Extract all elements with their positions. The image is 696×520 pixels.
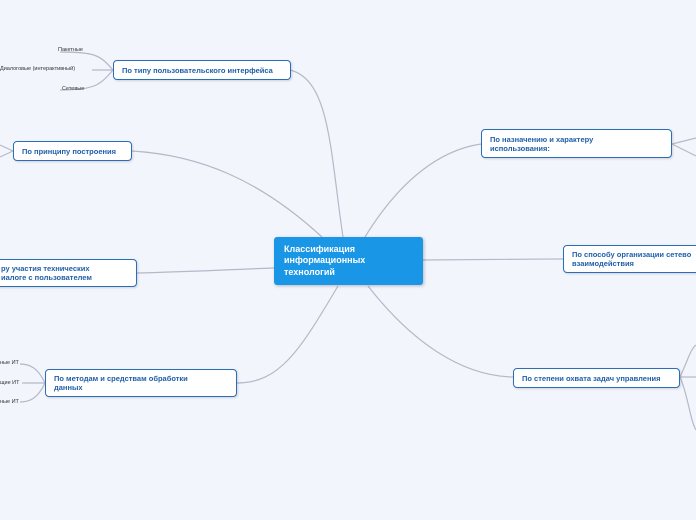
- branch-network-organization[interactable]: По способу организации сетево взаимодейс…: [563, 245, 696, 273]
- leaf-network[interactable]: Сетевые: [62, 86, 85, 92]
- branch-build-principle[interactable]: По принципу построения: [13, 141, 132, 161]
- branch-management-coverage[interactable]: По степени охвата задач управления: [513, 368, 680, 388]
- leaf-batch[interactable]: Пакетные: [58, 47, 83, 53]
- branch-purpose-label: По назначению и характеру использования:: [490, 134, 594, 153]
- branch-ui-type-label: По типу пользовательского интерфейса: [122, 65, 273, 75]
- branch-ui-type[interactable]: По типу пользовательского интерфейса: [113, 60, 291, 80]
- leaf-methods-3[interactable]: ные ИТ: [0, 399, 19, 405]
- leaf-methods-1[interactable]: ные ИТ: [0, 360, 19, 366]
- branch-management-coverage-label: По степени охвата задач управления: [522, 373, 661, 383]
- central-topic[interactable]: Классификация информационных технологий: [274, 237, 423, 285]
- branch-network-organization-label: По способу организации сетево взаимодейс…: [572, 250, 692, 268]
- branch-processing-methods[interactable]: По методам и средствам обработки данных: [45, 369, 237, 397]
- branch-processing-methods-label: По методам и средствам обработки данных: [54, 374, 188, 392]
- branch-build-principle-label: По принципу построения: [22, 146, 117, 156]
- leaf-methods-2[interactable]: щие ИТ: [0, 380, 20, 386]
- central-topic-label: Классификация информационных технологий: [284, 244, 366, 277]
- leaf-dialog[interactable]: Диалоговые (интерактивный): [0, 66, 76, 72]
- branch-tech-participation-label: ру участия технических иалоге с пользова…: [1, 264, 92, 282]
- branch-purpose[interactable]: По назначению и характеру использования:: [481, 129, 672, 158]
- branch-tech-participation[interactable]: ру участия технических иалоге с пользова…: [0, 259, 137, 287]
